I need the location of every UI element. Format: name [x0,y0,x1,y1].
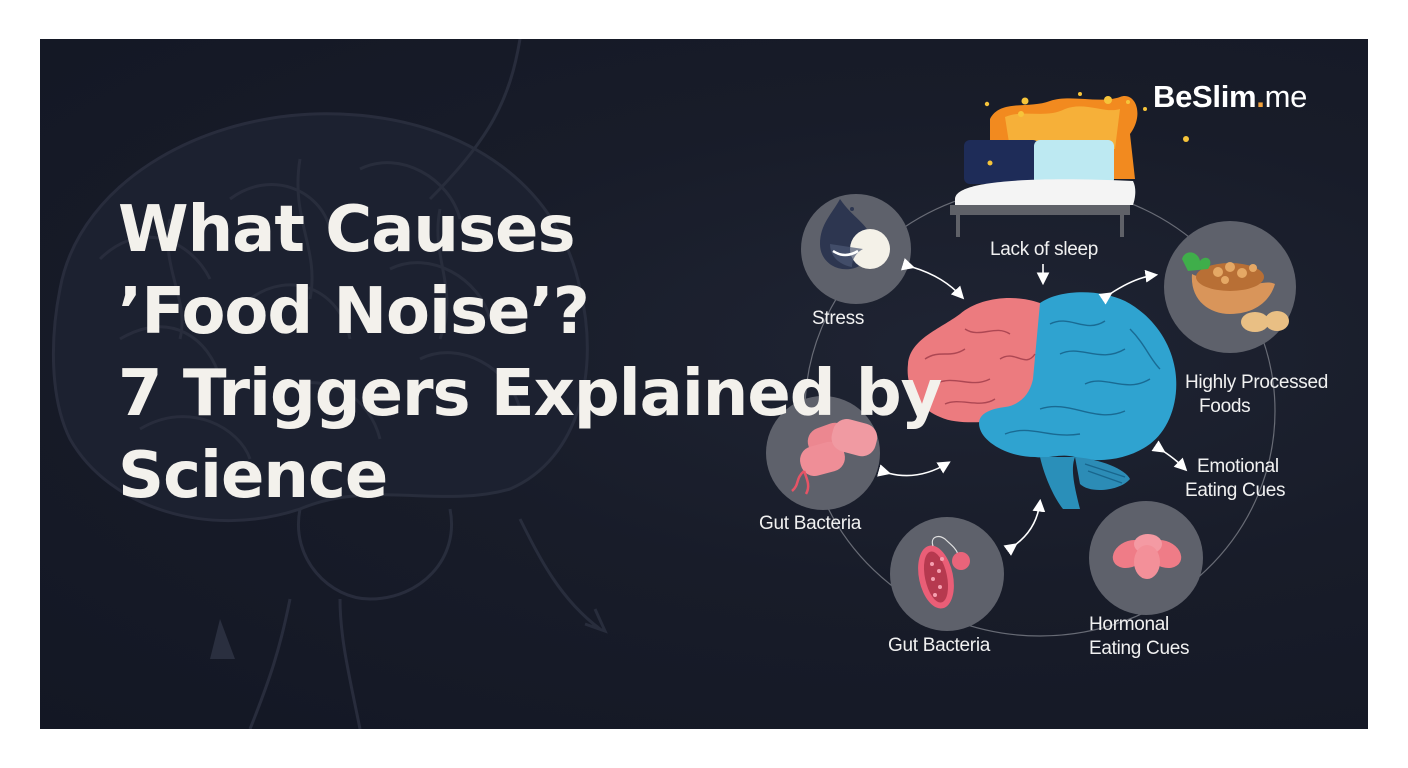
background-brain-outline-icon [51,39,608,729]
connector-arrows [877,258,1188,556]
label-line: Eating Cues [1185,480,1286,501]
brand-name: BeSlim [1153,79,1257,114]
gland-icon [1112,534,1182,579]
headline-line-3: 7 Triggers Explained by [118,357,942,431]
brand-logo: BeSlim.me [1153,79,1307,115]
brand-dot: . [1256,79,1265,114]
triggers-diagram [766,92,1296,637]
headline-line-2: ’Food Noise’? [118,275,590,349]
trigger-label-lack-of-sleep: Lack of sleep [990,239,1099,260]
headline-line-4: Science [118,439,388,513]
brain-icon [907,292,1177,509]
label-line: Hormonal [1089,614,1169,635]
moon-face-icon [820,199,890,270]
headline: What Causes ’Food Noise’? 7 Triggers Exp… [118,189,942,517]
infographic-card: BeSlim.me What Causes ’Food Noise’? 7 Tr… [40,39,1368,729]
trigger-label-hormonal: Hormonal Eating Cues [1089,613,1190,661]
headline-line-1: What Causes [118,193,576,267]
trigger-label-emotional-eating: Emotional Eating Cues [1185,455,1286,503]
nuts-bowl-icon [1182,252,1289,332]
bed-icon [950,92,1189,237]
label-line: Emotional [1197,456,1279,477]
gut-cells-icon [791,418,878,495]
trigger-label-gut-bacteria-bottom: Gut Bacteria [888,635,991,656]
label-line: Foods [1199,396,1251,417]
brand-tld: me [1264,79,1308,114]
label-line: Highly Processed [1185,372,1329,393]
label-line: Eating Cues [1089,638,1190,659]
trigger-label-processed-foods: Highly Processed Foods [1185,371,1328,419]
trigger-label-gut-bacteria-left: Gut Bacteria [759,513,862,534]
trigger-label-stress: Stress [812,308,865,329]
bacterium-icon [918,536,970,609]
